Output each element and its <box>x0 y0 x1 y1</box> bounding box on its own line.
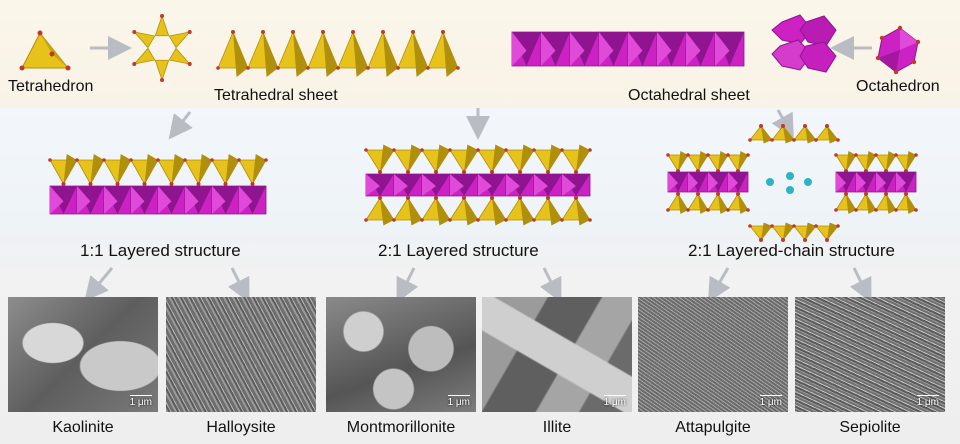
sepiolite-label: Sepiolite <box>839 419 901 436</box>
montmorillonite-label: Montmorillonite <box>346 419 456 436</box>
sepiolite-scale-bar: 1 μm <box>916 395 940 408</box>
layered-21-model <box>364 144 592 226</box>
montmorillonite-sem-image: 1 μm <box>326 297 476 412</box>
attapulgite-sem-image: 1 μm <box>638 297 788 412</box>
layered-chain-label: 2:1 Layered-chain structure <box>688 241 895 260</box>
tetrahedral-sheet-label: Tetrahedral sheet <box>214 87 338 104</box>
arrow-to-halloysite <box>227 267 250 303</box>
arrow-to-21chain <box>771 109 794 139</box>
halloysite-label: Halloysite <box>206 419 276 436</box>
arrow-to-montmorillonite <box>396 267 419 303</box>
octahedral-cluster-model <box>771 14 837 73</box>
octahedral-sheet-label: Octahedral sheet <box>628 87 750 104</box>
kaolinite-sem-image: 1 μm <box>8 297 158 412</box>
tetrahedral-ring-model <box>132 14 192 82</box>
tetrahedron-label: Tetrahedron <box>8 78 94 95</box>
halloysite-sem-image <box>166 297 316 412</box>
arrow-to-illite <box>539 267 562 303</box>
layered-21-label: 2:1 Layered structure <box>378 241 539 260</box>
sepiolite-sem-image: 1 μm <box>795 297 945 412</box>
kaolinite-scale-bar: 1 μm <box>129 395 153 408</box>
illite-scale-bar: 1 μm <box>603 395 627 408</box>
layered-11-model <box>48 154 268 215</box>
arrow-to-attapulgite <box>707 267 731 303</box>
layered-11-label: 1:1 Layered structure <box>80 241 241 260</box>
kaolinite-label: Kaolinite <box>52 419 114 436</box>
arrow-to-sepiolite <box>849 267 872 303</box>
octahedron-model <box>875 25 921 75</box>
attapulgite-label: Attapulgite <box>675 419 751 436</box>
arrow-to-kaolinite <box>84 267 114 302</box>
octahedron-label: Octahedron <box>856 78 940 95</box>
tetrahedral-sheet-model <box>216 30 460 77</box>
octahedral-sheet-model <box>511 31 745 67</box>
layered-chain-model <box>666 124 918 242</box>
tetrahedron-model <box>19 30 71 71</box>
illite-label: Illite <box>542 419 572 436</box>
arrow-to-11 <box>168 111 193 140</box>
montmorillonite-scale-bar: 1 μm <box>447 395 471 408</box>
attapulgite-scale-bar: 1 μm <box>759 395 783 408</box>
illite-sem-image: 1 μm <box>482 297 632 412</box>
